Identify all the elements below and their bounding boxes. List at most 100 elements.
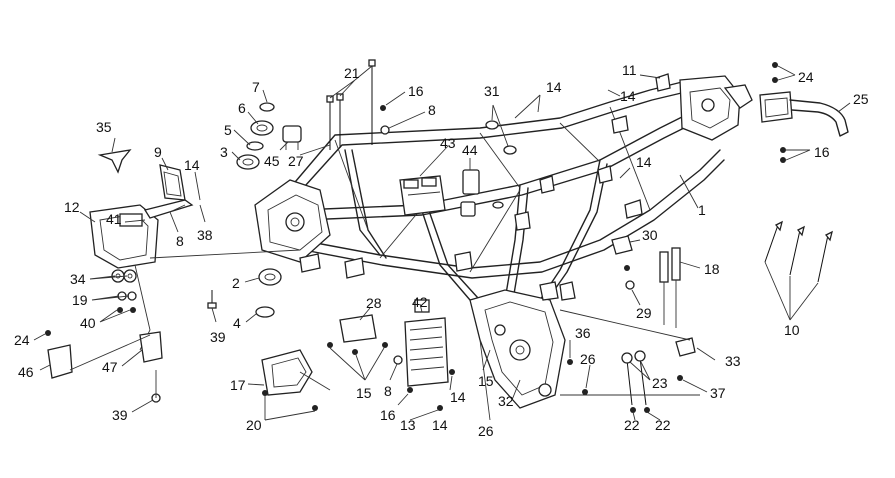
label-12: 12 xyxy=(64,199,80,215)
bolt-24c xyxy=(772,77,778,83)
long-bolts-21 xyxy=(326,59,376,150)
label-31: 31 xyxy=(484,83,500,99)
label-6: 6 xyxy=(238,100,246,116)
label-16b: 16 xyxy=(814,144,830,160)
label-35: 35 xyxy=(96,119,112,135)
label-39b: 39 xyxy=(210,329,226,345)
label-16c: 16 xyxy=(380,407,396,423)
label-10: 10 xyxy=(784,322,800,338)
label-14e: 14 xyxy=(432,417,448,433)
part-25-grab-rail xyxy=(759,91,849,137)
label-3: 3 xyxy=(220,144,228,160)
front-bracket-assembly xyxy=(89,164,194,351)
washer-8 xyxy=(380,125,390,135)
label-15a: 15 xyxy=(356,385,372,401)
part-11-bracket xyxy=(655,73,671,92)
label-45: 45 xyxy=(264,153,280,169)
label-14c: 14 xyxy=(620,88,636,104)
label-24b: 24 xyxy=(798,69,814,85)
label-26a: 26 xyxy=(478,423,494,439)
part-28-plate xyxy=(339,314,377,343)
label-40: 40 xyxy=(80,315,96,331)
part-43-battery-box xyxy=(399,175,446,216)
label-34: 34 xyxy=(70,271,86,287)
label-32: 32 xyxy=(498,393,514,409)
nut-15b xyxy=(352,349,358,355)
label-29: 29 xyxy=(636,305,652,321)
part-22-links xyxy=(621,350,650,413)
label-11: 11 xyxy=(622,62,637,78)
label-1: 1 xyxy=(698,202,706,218)
bolt-24b xyxy=(772,62,778,68)
label-47: 47 xyxy=(102,359,118,375)
label-17: 17 xyxy=(230,377,246,393)
label-33: 33 xyxy=(725,353,741,369)
label-14d: 14 xyxy=(636,154,652,170)
label-36: 36 xyxy=(575,325,591,341)
label-21: 21 xyxy=(344,65,360,81)
part-44-clip xyxy=(460,169,480,217)
label-14b: 14 xyxy=(546,79,562,95)
lower-left-bracket xyxy=(45,330,163,403)
washer-8c xyxy=(393,355,403,365)
label-18: 18 xyxy=(704,261,720,277)
label-9: 9 xyxy=(154,144,162,160)
part-18-bushings xyxy=(659,247,681,328)
nut-14f xyxy=(449,369,455,375)
part-42-control-unit xyxy=(404,299,449,387)
part-31-grommets xyxy=(485,120,517,209)
label-30: 30 xyxy=(642,227,658,243)
part-10-rods xyxy=(764,220,833,283)
label-46: 46 xyxy=(18,364,34,380)
nut-16c xyxy=(407,387,413,393)
bolt-16c xyxy=(780,157,786,163)
part-2-ring-inner xyxy=(264,273,276,281)
label-37: 37 xyxy=(710,385,726,401)
label-22a: 22 xyxy=(624,417,640,433)
label-8c: 8 xyxy=(384,383,392,399)
label-5: 5 xyxy=(224,122,232,138)
label-42: 42 xyxy=(412,294,428,310)
label-24a: 24 xyxy=(14,332,30,348)
label-22b: 22 xyxy=(655,417,671,433)
label-25: 25 xyxy=(853,91,869,107)
label-8b: 8 xyxy=(428,102,436,118)
washer-16 xyxy=(380,105,386,111)
label-4: 4 xyxy=(233,315,241,331)
label-2: 2 xyxy=(232,275,240,291)
label-8a: 8 xyxy=(176,233,184,249)
part-45-cap xyxy=(282,125,302,150)
label-20: 20 xyxy=(246,417,262,433)
label-27: 27 xyxy=(288,153,304,169)
part-33-bracket xyxy=(675,337,696,381)
part-30-sensor xyxy=(611,235,635,290)
label-38: 38 xyxy=(197,227,213,243)
nut-15a xyxy=(327,342,333,348)
label-41: 41 xyxy=(106,211,122,227)
label-16a: 16 xyxy=(408,83,424,99)
part-4-ring xyxy=(255,306,275,318)
label-28: 28 xyxy=(366,295,382,311)
label-13: 13 xyxy=(400,417,416,433)
label-44: 44 xyxy=(462,142,478,158)
label-26b: 26 xyxy=(580,351,596,367)
label-39a: 39 xyxy=(112,407,128,423)
label-43: 43 xyxy=(440,135,456,151)
nut-15c xyxy=(382,342,388,348)
bearing-stack xyxy=(236,102,275,170)
label-19: 19 xyxy=(72,292,88,308)
lower-center-bracket xyxy=(261,349,331,411)
bolt-26b xyxy=(582,389,588,395)
main-frame xyxy=(254,75,753,409)
bolt-16b xyxy=(780,147,786,153)
label-14f: 14 xyxy=(450,389,466,405)
label-7: 7 xyxy=(252,79,260,95)
nut-14e xyxy=(437,405,443,411)
leader-lines xyxy=(33,65,851,421)
part-35-clip xyxy=(97,149,132,174)
label-23: 23 xyxy=(652,375,668,391)
part-2-ring xyxy=(258,268,282,286)
part-number-labels: 35 9 14 12 41 8 38 34 19 40 24 46 47 39 … xyxy=(14,62,869,439)
